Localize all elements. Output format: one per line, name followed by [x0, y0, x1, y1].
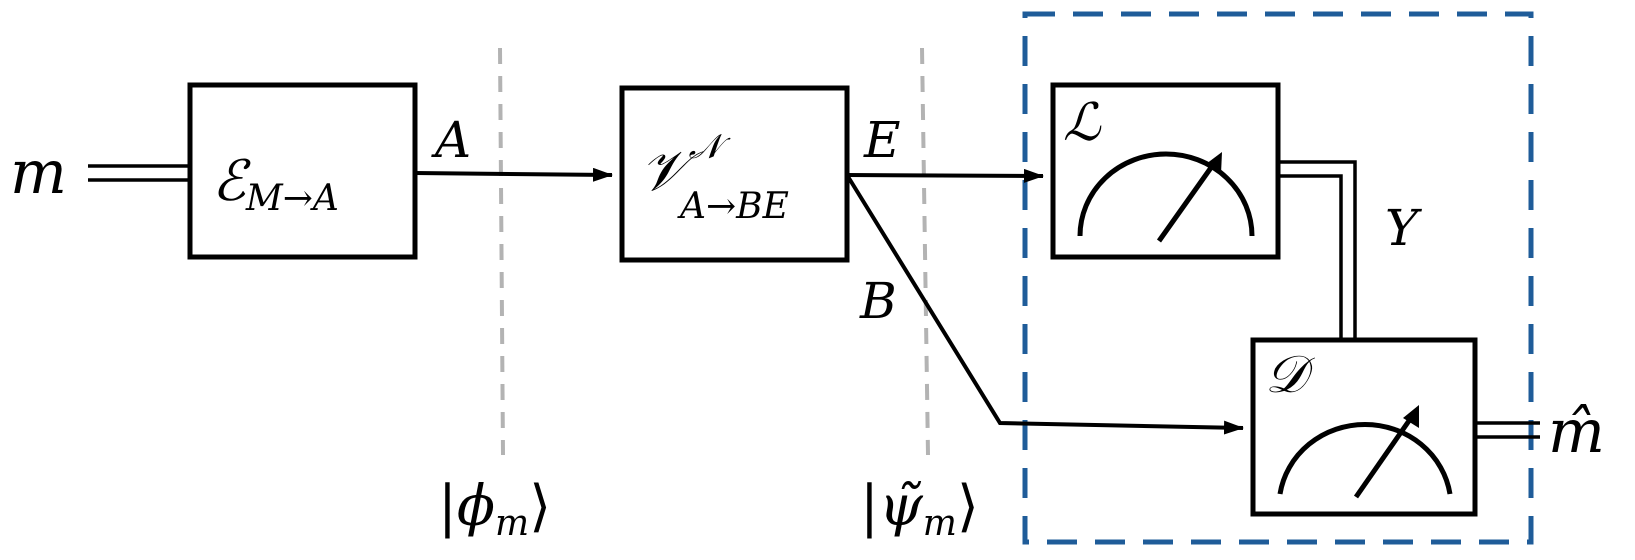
wire-label-A: A: [431, 111, 471, 169]
encoder-label: ℰM→A: [212, 149, 339, 219]
wire-E: [846, 168, 1044, 183]
meter-D-dial-icon: [1277, 405, 1453, 499]
encoder-box: [187, 82, 418, 260]
output-label-mhat: m̂: [1548, 397, 1605, 467]
wire-B: [845, 173, 1244, 435]
input-classical-wire: [88, 164, 190, 182]
meter-L-dial-icon: [1077, 151, 1255, 243]
wire-label-B: B: [859, 272, 897, 330]
output-classical-wire: [1475, 421, 1540, 439]
state-cut-line-psi: [920, 47, 930, 456]
state-ket-psi: |ψ̃m⟩: [860, 474, 979, 544]
state-cut-line-phi: [498, 47, 505, 456]
wire-label-E: E: [863, 111, 901, 169]
state-ket-phi: |ϕm⟩: [438, 474, 551, 544]
wire-label-Y: Y: [1385, 199, 1422, 257]
decoder-region-border: [1022, 11, 1534, 545]
isometry-subscript: A→BE: [677, 186, 789, 227]
isometry-box: [619, 85, 850, 263]
wire-A: [414, 167, 613, 182]
input-label-m: m: [10, 138, 67, 208]
meter-L-label: ℒ: [1063, 93, 1102, 153]
classical-wire-Y: [1278, 160, 1357, 340]
